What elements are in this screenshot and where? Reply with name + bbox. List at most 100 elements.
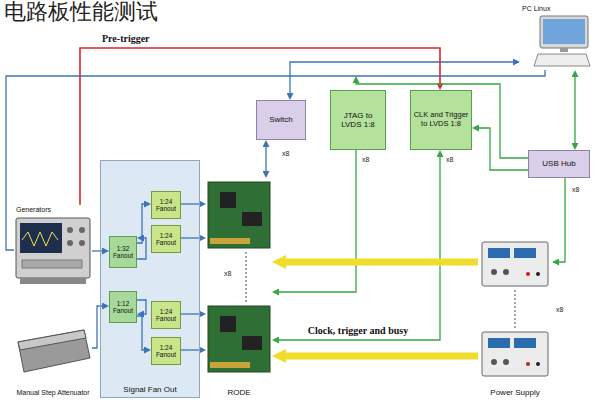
supply-terminal — [536, 362, 540, 366]
signal-connector — [137, 204, 144, 243]
signal-connector — [80, 48, 440, 205]
scope-knob — [79, 240, 85, 246]
supply-knob — [491, 359, 497, 365]
board-chip — [220, 192, 236, 208]
scope-base — [20, 278, 86, 284]
box-label: 1:32 Fanout — [112, 245, 134, 260]
signal-connector — [279, 150, 356, 292]
monitor-frame — [540, 16, 588, 48]
circuit-board — [208, 182, 270, 248]
board-chip — [242, 336, 262, 350]
node-caption: Power Supply — [490, 388, 539, 397]
signal-connector — [181, 313, 199, 314]
box-label: JTAG to LVDS 1:8 — [333, 111, 383, 129]
circuit-board — [208, 306, 270, 372]
connector-label: Pre-trigger — [100, 33, 152, 45]
supply-knob — [503, 269, 509, 275]
fanout-box: 1:12 Fanout — [109, 291, 137, 323]
multiplicity-label: x8 — [446, 156, 453, 164]
power-supply: Power Supply — [478, 236, 552, 398]
fanout-box: 1:24 Fanout — [151, 337, 181, 365]
supply-terminal — [536, 272, 540, 276]
node-caption: Generators — [16, 206, 51, 214]
supply-body — [482, 242, 548, 286]
multiplicity-label: x8 — [282, 150, 289, 158]
fanout-box: 1:32 Fanout — [109, 236, 137, 268]
scope-knob — [67, 227, 73, 233]
scope-knob — [67, 240, 73, 246]
board-chip — [220, 316, 236, 332]
supply-display — [488, 338, 510, 348]
supply-body — [482, 332, 548, 376]
fanout-box: 1:24 Fanout — [151, 225, 181, 253]
scope-body — [16, 218, 90, 278]
signal-connector — [137, 300, 146, 314]
repeat-dots — [246, 252, 247, 302]
supply-display — [488, 248, 510, 258]
board-connector — [210, 238, 250, 244]
converter-box: JTAG to LVDS 1:8 — [330, 90, 386, 150]
signal-connector — [479, 128, 528, 170]
pc-workstation: PC Linux — [520, 4, 596, 70]
page-title: 电路板性能测试 — [4, 0, 158, 24]
supply-display — [514, 248, 536, 258]
monitor-screen — [543, 19, 585, 44]
signal-connector — [181, 237, 199, 238]
switch-box: Switch — [256, 100, 306, 140]
box-label: 1:24 Fanout — [154, 198, 178, 213]
signal-connector — [559, 178, 565, 262]
signal-connector — [137, 238, 146, 259]
power-arrow — [286, 259, 478, 266]
signal-connector — [137, 316, 144, 350]
node-caption: Signal Fan Out — [123, 385, 176, 394]
monitor-stand — [560, 48, 568, 52]
node-caption: Manual Step Attenuator — [16, 389, 89, 397]
box-label: USB Hub — [542, 159, 575, 168]
step-attenuator: Manual Step Attenuator — [14, 322, 92, 398]
multiplicity-label: x8 — [572, 186, 579, 194]
fanout-box: 1:24 Fanout — [151, 191, 181, 219]
attenuator-body — [18, 330, 90, 372]
scope-knob — [79, 227, 85, 233]
signal-connector — [6, 70, 545, 250]
node-caption: PC Linux — [522, 5, 550, 13]
box-label: 1:24 Fanout — [154, 344, 178, 359]
signal-connector — [265, 147, 266, 171]
fanout-band: Signal Fan Out 1:24 Fanout 1:24 Fanout 1:32… — [100, 160, 200, 398]
multiplicity-label: x8 — [224, 270, 231, 278]
box-label: CLK and Trigger to LVDS 1:8 — [413, 111, 469, 128]
attenuator-top — [18, 330, 86, 350]
signal-connector — [181, 349, 199, 350]
supply-display — [514, 338, 536, 348]
signal-connector — [279, 157, 440, 340]
box-label: 1:24 Fanout — [154, 232, 178, 247]
multiplicity-label: x8 — [556, 306, 563, 314]
multiplicity-label: x8 — [362, 156, 369, 164]
fanout-box: 1:24 Fanout — [151, 301, 181, 329]
power-arrow — [286, 353, 478, 360]
box-label: 1:12 Fanout — [112, 300, 134, 315]
repeat-dots — [515, 290, 516, 328]
readout-board: RODE — [206, 178, 272, 398]
supply-knob — [491, 269, 497, 275]
node-caption: RODE — [227, 388, 250, 397]
signal-connector — [290, 62, 513, 93]
supply-terminal — [526, 272, 530, 276]
supply-knob — [503, 359, 509, 365]
board-chip — [242, 212, 262, 226]
connector-label: Clock, trigger and busy — [306, 325, 410, 337]
box-label: Switch — [269, 115, 293, 124]
band-fill — [100, 160, 200, 398]
supply-terminal — [526, 362, 530, 366]
signal-connector — [574, 77, 575, 143]
scope-wave — [22, 232, 58, 246]
signal-generator: Generators — [14, 205, 92, 300]
scope-screen — [20, 223, 62, 253]
signal-connector — [181, 203, 199, 204]
box-label: 1:24 Fanout — [154, 308, 178, 323]
keyboard — [534, 54, 590, 66]
converter-box: CLK and Trigger to LVDS 1:8 — [410, 90, 472, 150]
usb-hub-box: USB Hub — [528, 150, 590, 178]
